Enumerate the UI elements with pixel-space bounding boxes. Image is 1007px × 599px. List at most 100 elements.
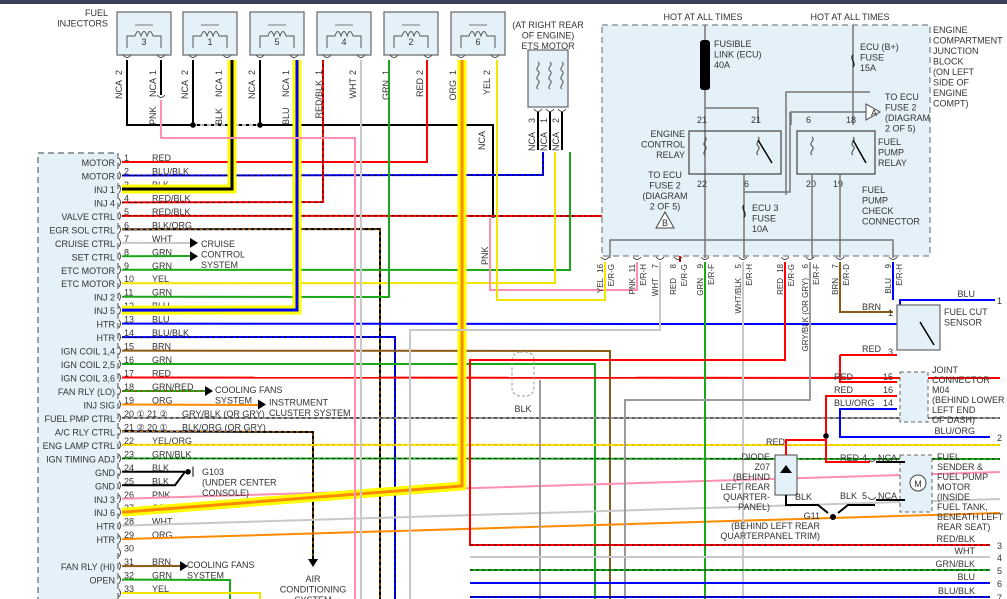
g11-ground-icon xyxy=(830,514,836,520)
fuel-pump-relay-label: FUEL xyxy=(878,137,901,147)
inj5-wire-blu: BLU xyxy=(281,107,291,125)
injector-wire-label: NCA xyxy=(214,78,224,97)
connector-terminal xyxy=(738,256,748,260)
ecu-pin-number: 31 xyxy=(124,557,134,567)
ecu-pin-terminal xyxy=(118,480,121,490)
ecu-pin-terminal xyxy=(118,467,121,477)
output-wire-label: GRN/BLK xyxy=(935,559,975,569)
ecu-pin-terminal xyxy=(118,400,121,409)
ecu-pin-label: HTR xyxy=(97,522,116,532)
injector-wire-label: WHT xyxy=(348,78,358,99)
instrument-cluster-destination: CLUSTER SYSTEM xyxy=(269,408,351,418)
ecu-pin-number: 10 xyxy=(124,274,134,284)
connector-terminal xyxy=(632,256,642,260)
cooling-fans-lo-destination: SYSTEM xyxy=(215,395,252,405)
to-ecu-fuse2-a: FUSE 2 xyxy=(885,103,917,113)
bus-bottom xyxy=(609,239,894,258)
to-ecu-fuse2-b: (DIAGRAM xyxy=(643,191,688,201)
ecu-pin-terminal xyxy=(118,373,121,382)
joint-connector-label: M04 xyxy=(932,385,950,395)
ecu-pin-terminal xyxy=(118,211,121,221)
ecu-pin-terminal xyxy=(118,184,121,194)
ecu-pin-label: SET CTRL xyxy=(72,252,115,262)
injector-coil-icon xyxy=(326,31,362,48)
hot-at-all-times-1: HOT AT ALL TIMES xyxy=(663,12,742,22)
relay-pin-number: 21 xyxy=(751,115,761,125)
cruise-control-destination: SYSTEM xyxy=(201,260,238,270)
pump-pin-wire: RED xyxy=(840,453,860,463)
ecu-pin-terminal xyxy=(118,346,121,355)
ecu-pin-number: 21 ② 20 ① xyxy=(124,422,168,432)
blk-splice-label: BLK xyxy=(514,404,531,414)
inj3-wire-pnk: PNK xyxy=(148,106,158,125)
ecu-pin-label: EGR SOL CTRL xyxy=(49,225,115,235)
marker-b: B xyxy=(662,218,668,228)
ecu-wire-pin-6-stripe xyxy=(121,228,381,599)
ecu-pin-label: INJ SIG xyxy=(83,400,115,410)
g11-label: QUARTERPANEL TRIM) xyxy=(720,531,820,541)
ecu-pin-wire-color: GRN/RED xyxy=(152,382,194,392)
g103-label: G103 xyxy=(202,467,224,477)
jc-pin-wire: BLU/ORG xyxy=(834,398,875,408)
relay-pin-number: 18 xyxy=(846,115,856,125)
jc-pin-number: 16 xyxy=(883,385,893,395)
ecu-pin-label: OPEN xyxy=(89,576,115,586)
fuse-icon xyxy=(851,54,855,68)
injector-wire-label: NCA xyxy=(281,78,291,97)
output-number: 1 xyxy=(997,296,1002,306)
ets-pin-number: 3 xyxy=(527,118,537,123)
junction-block-title: ENGINE xyxy=(933,88,968,98)
junction-pin-number: 5 xyxy=(734,263,743,268)
junction-wire-label: RED xyxy=(669,278,678,295)
injector-wire-label: RED/BLK xyxy=(314,80,324,119)
injectors-title: FUEL xyxy=(85,8,108,18)
ecu-wire-pin-12 xyxy=(121,60,299,312)
fusible-link-label: FUSIBLE xyxy=(714,39,752,49)
ecu-pin-label: INJ 6 xyxy=(94,508,115,518)
fuel-pump-check-connector-label: CONNECTOR xyxy=(862,217,920,227)
ecu-pin-wire-color: YEL/ORG xyxy=(152,436,192,446)
ecu-pin-terminal xyxy=(118,507,121,517)
jc-pin-number: 15 xyxy=(883,372,893,382)
relay-feed xyxy=(705,107,759,122)
connector-terminal xyxy=(655,256,665,260)
ecu-pin-wire-color: RED/BLK xyxy=(152,193,191,203)
output-wire-label: RED/BLK xyxy=(936,534,975,544)
inj1-wire-blk: BLK xyxy=(214,108,224,125)
junction-block-title: COMPARTMENT xyxy=(933,36,1003,46)
ecu-wire-pin-4-stripe xyxy=(121,60,324,203)
joint-connector-label: (BEHIND LOWER xyxy=(932,395,1005,405)
splice-dot xyxy=(257,122,263,128)
ecu-pin-terminal xyxy=(118,265,121,275)
ecu-pin-number: 16 xyxy=(124,355,134,365)
ecu-pin-label: MOTOR xyxy=(82,158,116,168)
ecu-pin-terminal xyxy=(118,440,121,450)
arrow-icon xyxy=(308,559,318,567)
ecu-pin-terminal xyxy=(118,359,121,369)
connector-terminal xyxy=(867,458,877,462)
ecu-wire-pin-28 xyxy=(121,498,1001,527)
fuel-pump-label: BENEATH LEFT xyxy=(937,512,1004,522)
ecu-pin-wire-color: GRN xyxy=(152,571,172,581)
pnk-label: PNK xyxy=(480,246,490,265)
g103-label: (UNDER CENTER xyxy=(202,477,277,487)
connector-terminal xyxy=(389,54,399,58)
ecu-wire-pin-9 xyxy=(121,152,571,272)
ecu-pin-number: 13 xyxy=(124,315,134,325)
pump-blk xyxy=(837,504,875,514)
blu-org-14 xyxy=(839,408,990,438)
connector-terminal xyxy=(456,54,466,58)
fcs-pin3: 3 xyxy=(888,347,893,357)
ecu-pin-label: ETC MOTOR xyxy=(61,279,115,289)
ecu-pin-number: 28 xyxy=(124,517,134,527)
diode-label: QUARTER- xyxy=(723,492,770,502)
junction-pin-number: 11 xyxy=(628,263,637,272)
fuel-pump-check-connector-label: FUEL xyxy=(862,185,885,195)
ecu-pin-number: 19 xyxy=(124,395,134,405)
feed-fuse2 xyxy=(790,111,866,125)
ecu-pin-terminal xyxy=(118,534,121,544)
ecu-pin-terminal xyxy=(118,278,121,288)
ecu-pin-number: 18 xyxy=(124,382,134,392)
injector-pin-number: 2 xyxy=(482,70,492,75)
ecu-pin-number: 20 ① 21 ② xyxy=(124,409,168,419)
